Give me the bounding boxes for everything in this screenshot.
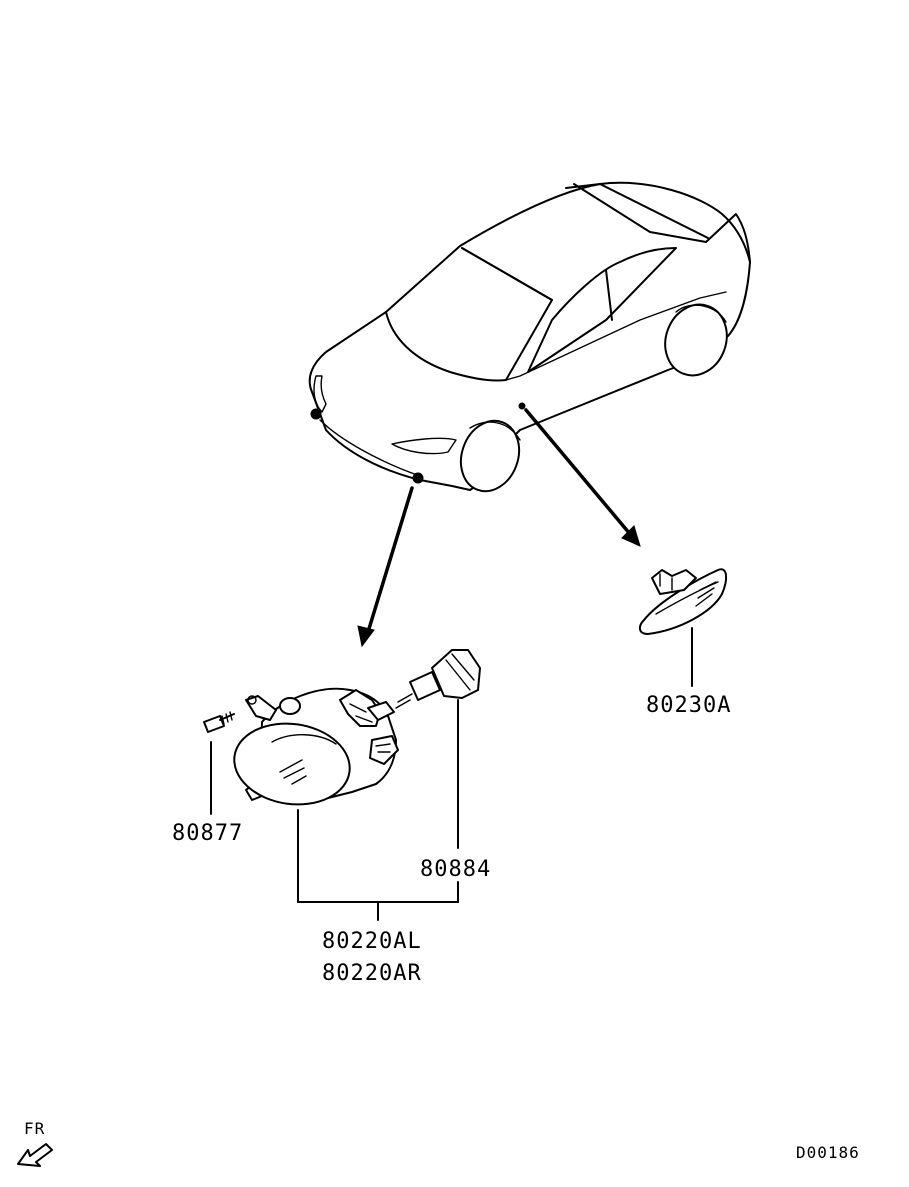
car-illustration — [308, 181, 751, 493]
front-direction-indicator: FR — [17, 1119, 53, 1167]
leader-arrow-side-lamp — [524, 408, 641, 547]
part-number-screw: 80877 — [172, 821, 243, 846]
callout-lines — [210, 627, 693, 921]
side-turn-lamp-illustration — [638, 568, 728, 635]
leader-arrow-fog-lamp — [357, 486, 414, 648]
part-number-bulb: 80884 — [420, 857, 491, 882]
part-number-side-turn-lamp: 80230A — [646, 693, 731, 718]
part-number-fog-lamp-right: 80220AR — [322, 961, 422, 986]
front-direction-arrow-icon — [17, 1143, 53, 1167]
fog-lamp-illustration — [233, 687, 399, 806]
front-direction-label: FR — [24, 1119, 45, 1138]
screw-illustration — [203, 711, 235, 733]
bulb-illustration — [395, 649, 481, 709]
diagram-code: D00186 — [796, 1143, 860, 1162]
part-number-fog-lamp-left: 80220AL — [322, 929, 422, 954]
